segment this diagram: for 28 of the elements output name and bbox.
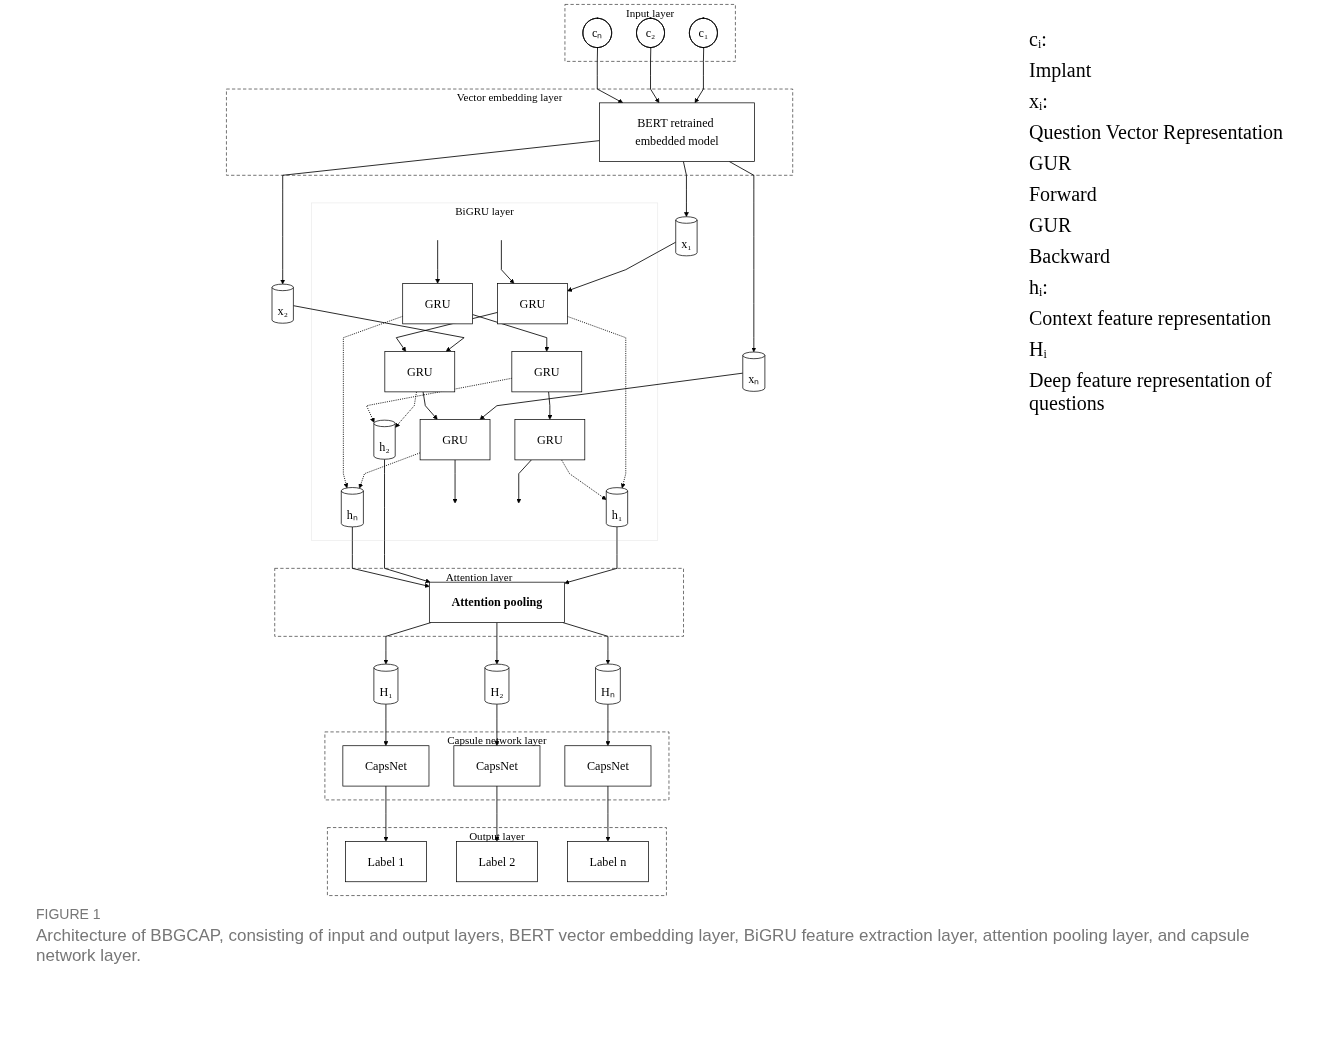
node-box: Label n [566,841,649,883]
annotation-text: Implant [1029,59,1093,82]
node-box: GRU [419,419,491,461]
node-box: GRU [514,419,586,461]
node-box: Label 2 [455,841,538,883]
annotation-text: GUR [1029,214,1073,237]
annotation-text: Context feature representation [1029,307,1273,330]
node-box: GRU [511,351,583,393]
figure-number: FIGURE 1 [36,906,102,922]
node-box: GRU [497,283,568,325]
annotation-text: GUR [1029,152,1073,175]
node-box: BERT retrained embedded model [599,102,755,162]
node-box: CapsNet [453,745,541,787]
figure-caption: Architecture of BBGCAP, consisting of input and output layers, BERT vector embedding layer, BiGRU feature extraction layer, attention pooling layer, and capsule network layer. [36,926,1251,966]
annotation-text: hᵢ: [1029,276,1049,299]
node-box: GRU [402,283,473,325]
annotation-text: Forward [1029,183,1098,206]
node-box: CapsNet [564,745,652,787]
node-box: GRU [384,351,456,393]
annotation-text: cᵢ: [1029,28,1048,51]
node-box: Label 1 [344,841,427,883]
node-box: Attention pooling [428,581,565,623]
annotation-text: Question Vector Representation [1029,121,1284,144]
node-box: CapsNet [342,745,430,787]
annotation-text: xᵢ: [1029,90,1049,113]
annotation-text: Backward [1029,245,1112,268]
annotation-text: Hᵢ [1029,338,1048,361]
annotation-text: Deep feature representation of questions [1029,369,1273,415]
